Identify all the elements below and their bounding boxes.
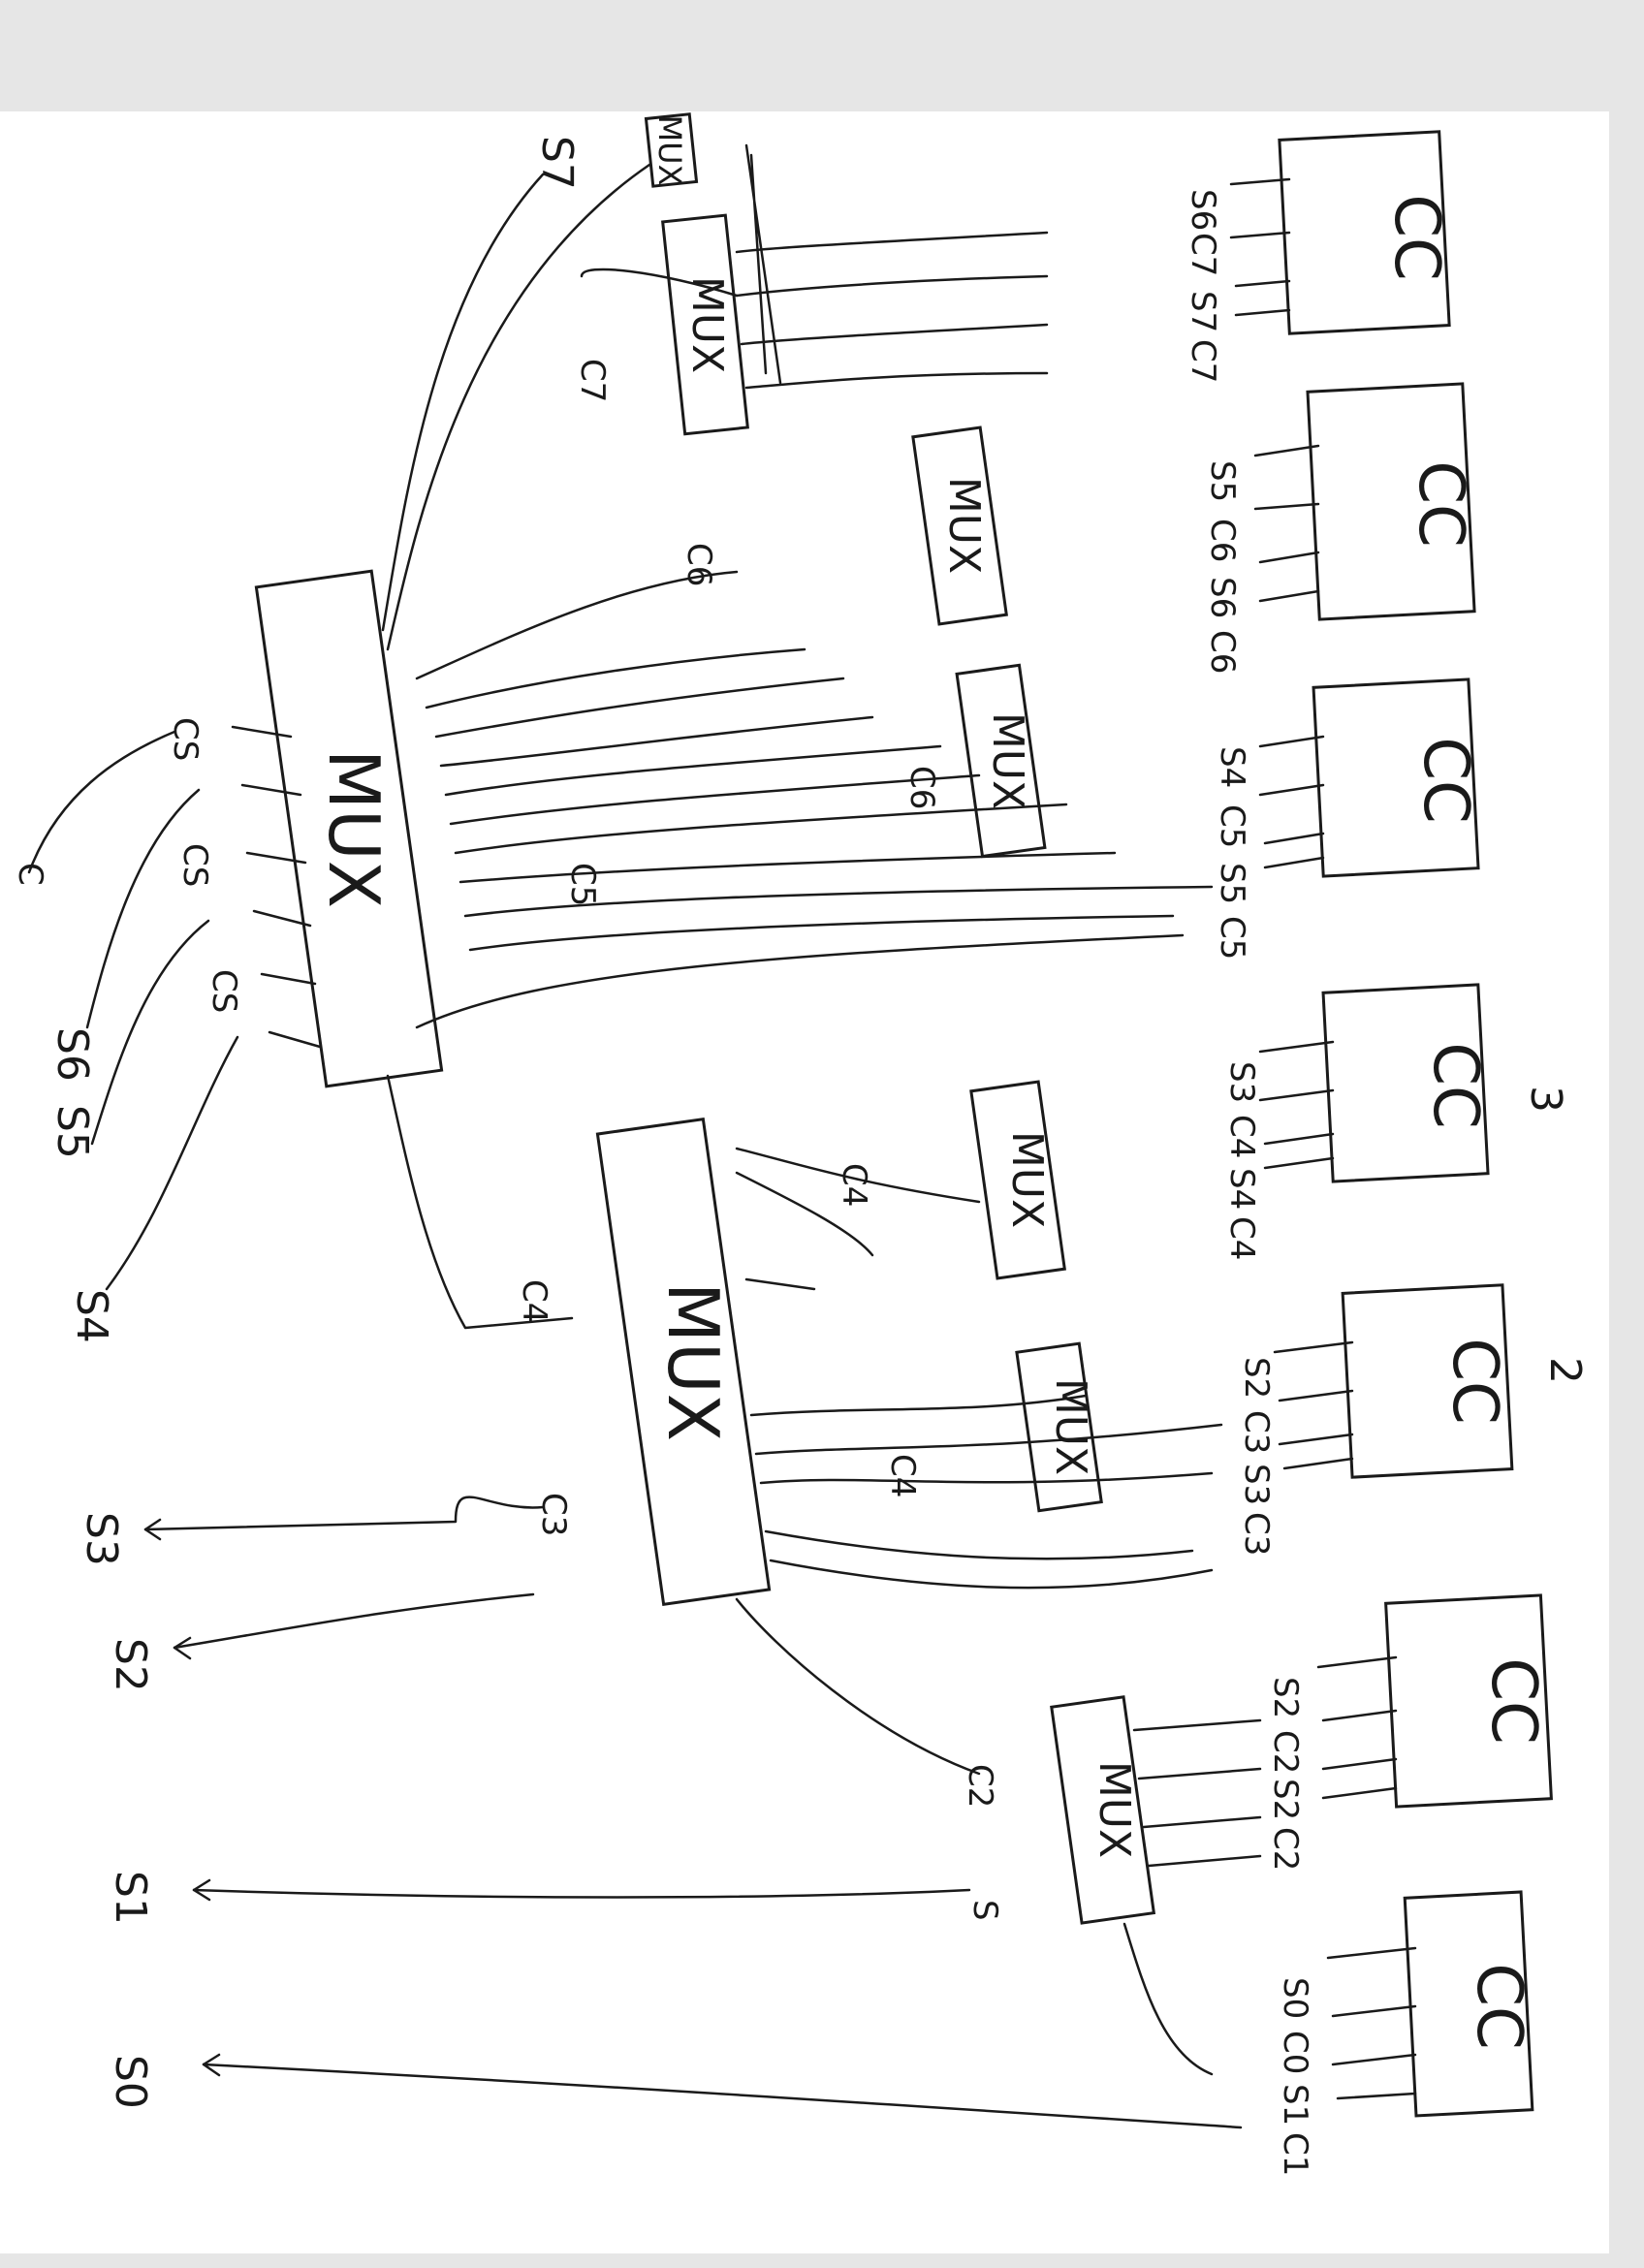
output-labels: S7 S6 S5 S4 S3 S2 S1 S0 bbox=[47, 136, 582, 2109]
mux-7: MUX bbox=[661, 213, 749, 436]
output-s3: S3 bbox=[77, 1512, 126, 1566]
svg-text:C5: C5 bbox=[1213, 804, 1251, 848]
input-labels: C CS CS CS C5 C4 C3 C6 C7 C6 C4 C2 C4 S bbox=[11, 359, 1004, 1921]
svg-text:C6: C6 bbox=[680, 543, 718, 586]
svg-text:C1: C1 bbox=[1276, 2132, 1314, 2176]
svg-text:C7: C7 bbox=[1184, 339, 1222, 383]
svg-text:S4: S4 bbox=[1222, 1168, 1261, 1210]
mux-4-lower: MUX bbox=[1015, 1341, 1103, 1513]
svg-text:C4: C4 bbox=[883, 1454, 922, 1497]
svg-text:S5: S5 bbox=[1203, 460, 1242, 502]
svg-text:C4: C4 bbox=[1222, 1115, 1261, 1158]
svg-text:C5: C5 bbox=[1213, 916, 1251, 960]
svg-text:MUX: MUX bbox=[652, 1282, 734, 1441]
svg-text:C3: C3 bbox=[534, 1493, 573, 1536]
svg-text:S4: S4 bbox=[1213, 746, 1251, 788]
svg-text:C0: C0 bbox=[1276, 2031, 1314, 2074]
svg-text:CC: CC bbox=[1477, 1657, 1549, 1744]
svg-text:S2: S2 bbox=[1266, 1677, 1305, 1718]
output-s5: S5 bbox=[47, 1105, 97, 1159]
svg-text:MUX: MUX bbox=[313, 749, 395, 908]
svg-text:MUX: MUX bbox=[1046, 1378, 1095, 1475]
svg-text:C4: C4 bbox=[515, 1279, 553, 1323]
svg-text:S3: S3 bbox=[1222, 1061, 1261, 1103]
cc-block-6: CC bbox=[1306, 382, 1476, 621]
output-s0: S0 bbox=[106, 2055, 155, 2109]
svg-text:C: C bbox=[11, 863, 49, 886]
svg-text:C5: C5 bbox=[563, 863, 602, 906]
svg-text:C3: C3 bbox=[1237, 1512, 1276, 1556]
mux-main-middle: MUX bbox=[595, 1118, 772, 1606]
wires bbox=[27, 143, 1262, 2129]
svg-text:C4: C4 bbox=[1222, 1216, 1261, 1260]
svg-text:C2: C2 bbox=[1266, 1730, 1305, 1774]
mux-main-top: MUX bbox=[254, 569, 444, 1088]
svg-text:CS: CS bbox=[166, 717, 205, 761]
mux-4-upper: MUX bbox=[969, 1080, 1066, 1280]
svg-text:MUX: MUX bbox=[651, 115, 688, 186]
group-numbers: 3 2 bbox=[1521, 1086, 1590, 1384]
svg-text:CS: CS bbox=[205, 969, 243, 1013]
cc-block-5: CC bbox=[1312, 677, 1481, 878]
svg-text:CC: CC bbox=[1419, 1042, 1491, 1128]
svg-text:2: 2 bbox=[1540, 1357, 1590, 1384]
cc-block-2: CC bbox=[1384, 1593, 1553, 1809]
output-s4: S4 bbox=[67, 1289, 116, 1343]
svg-text:C7: C7 bbox=[1184, 233, 1222, 276]
mux-2: MUX bbox=[1050, 1695, 1156, 1925]
cc-output-stubs bbox=[1229, 177, 1417, 2100]
svg-text:MUX: MUX bbox=[1002, 1131, 1052, 1228]
svg-text:S2: S2 bbox=[1237, 1357, 1276, 1399]
svg-text:C6: C6 bbox=[1203, 519, 1242, 562]
svg-text:S2: S2 bbox=[1266, 1779, 1305, 1820]
svg-text:S5: S5 bbox=[1213, 863, 1251, 904]
svg-text:3: 3 bbox=[1521, 1086, 1570, 1113]
cc-block-7: CC bbox=[1278, 130, 1452, 335]
svg-text:C3: C3 bbox=[1237, 1410, 1276, 1454]
mux-6-upper: MUX bbox=[911, 425, 1008, 626]
cc-block-1: CC bbox=[1403, 1890, 1534, 2118]
svg-text:C2: C2 bbox=[1266, 1827, 1305, 1871]
svg-text:S3: S3 bbox=[1237, 1464, 1276, 1505]
cc-pin-labels: S6 C7 S7 C7 S5 C6 S6 C6 S4 C5 S5 C5 S3 C… bbox=[1184, 189, 1314, 2176]
svg-text:S6: S6 bbox=[1184, 189, 1222, 231]
svg-text:S: S bbox=[965, 1900, 1004, 1921]
svg-text:S0: S0 bbox=[1276, 1977, 1314, 2019]
svg-text:C4: C4 bbox=[835, 1163, 873, 1207]
cc-block-4: CC bbox=[1321, 983, 1491, 1183]
cc-block-3: CC bbox=[1341, 1283, 1514, 1479]
svg-text:C6: C6 bbox=[902, 766, 941, 809]
svg-text:S7: S7 bbox=[1184, 291, 1222, 332]
svg-text:CC: CC bbox=[1380, 194, 1452, 280]
svg-text:CC: CC bbox=[1405, 460, 1476, 547]
output-s2: S2 bbox=[106, 1638, 155, 1692]
svg-text:S1: S1 bbox=[1276, 2084, 1314, 2126]
mux-7-small: MUX bbox=[644, 112, 699, 188]
svg-text:C2: C2 bbox=[961, 1764, 999, 1808]
svg-text:MUX: MUX bbox=[1090, 1761, 1139, 1858]
output-s6: S6 bbox=[47, 1027, 97, 1082]
svg-text:CC: CC bbox=[1438, 1338, 1510, 1424]
svg-text:CS: CS bbox=[175, 843, 214, 887]
output-s1: S1 bbox=[106, 1871, 155, 1925]
svg-text:CC: CC bbox=[1463, 1963, 1534, 2049]
svg-text:CC: CC bbox=[1409, 737, 1481, 823]
svg-text:C6: C6 bbox=[1203, 630, 1242, 674]
output-s7: S7 bbox=[532, 136, 582, 190]
svg-text:MUX: MUX bbox=[983, 712, 1032, 809]
svg-text:S6: S6 bbox=[1203, 577, 1242, 618]
svg-text:MUX: MUX bbox=[939, 477, 989, 574]
svg-text:C7: C7 bbox=[573, 359, 612, 402]
